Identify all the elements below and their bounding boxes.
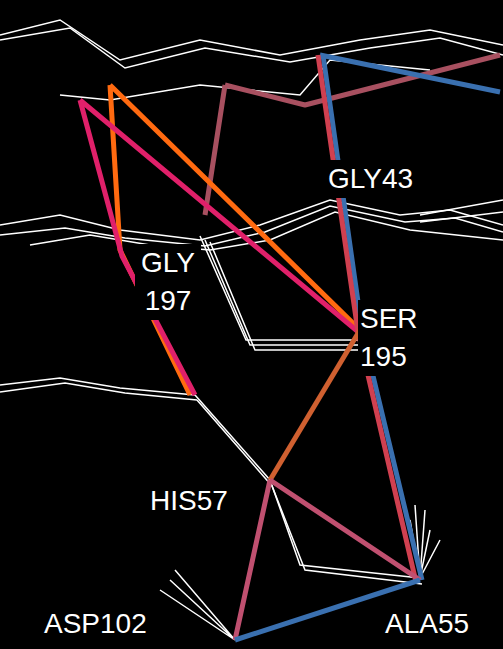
- white-traces: [0, 20, 503, 640]
- residue-label: HIS57: [148, 482, 230, 520]
- residue-label: GLY 197: [135, 244, 201, 320]
- colored-traces: [80, 55, 500, 640]
- residue-label: ASP102: [42, 605, 149, 643]
- residue-label: ALA55: [383, 605, 471, 643]
- residue-label: SER 195: [358, 300, 428, 376]
- residue-label: GLY43: [326, 160, 415, 198]
